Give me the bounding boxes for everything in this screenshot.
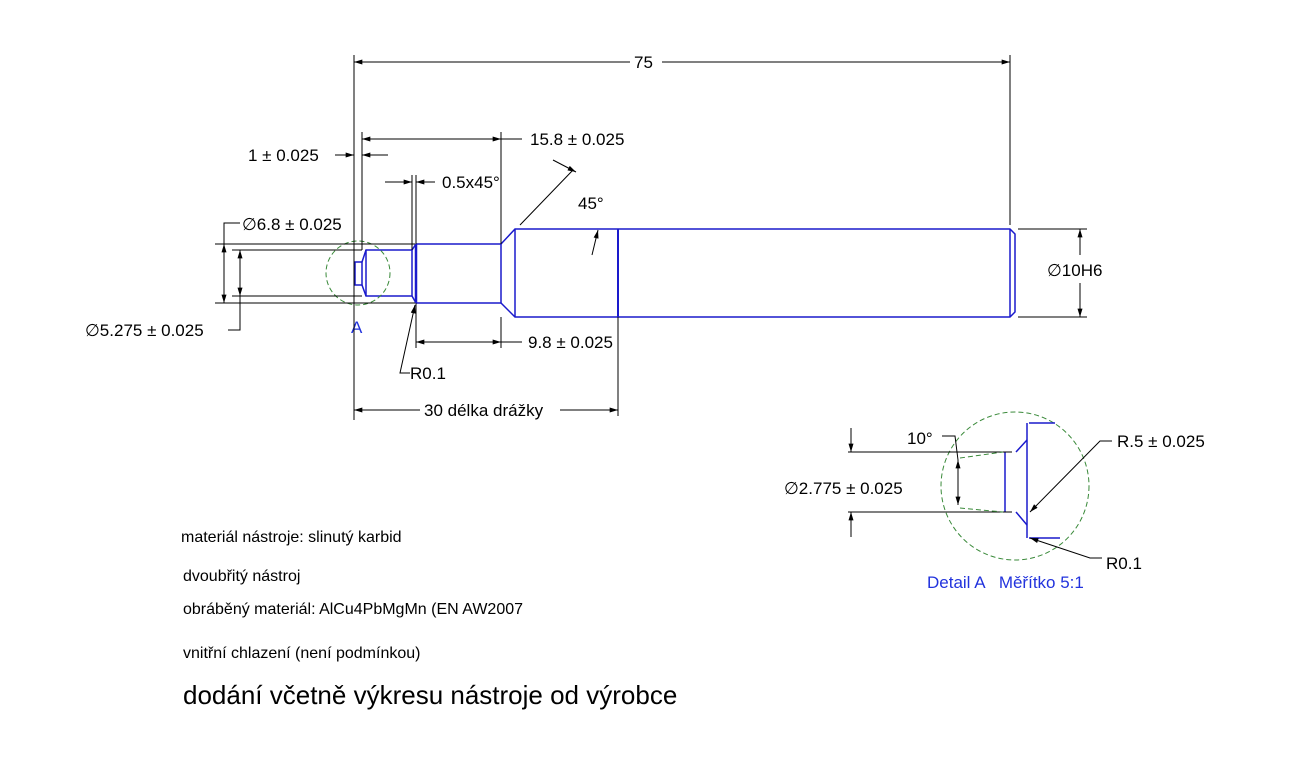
dim-shank-diameter: ∅10H6 [1018,228,1102,318]
dim-tip-length: 1 ± 0.025 [248,146,388,165]
dimension-label: 9.8 ± 0.025 [528,333,613,352]
detail-marker: A [351,318,363,337]
dimension-label: 75 [634,53,653,72]
dim-overall-length: 75 [353,53,1011,420]
detail-diameter: ∅2.775 ± 0.025 [784,479,903,498]
dim-neck-radius: R0.1 [399,304,446,383]
dimension-label: R0.1 [410,364,446,383]
dimension-label: ∅6.8 ± 0.025 [242,215,342,234]
tool-shaft [354,228,1016,318]
dim-neck-diameter: ∅6.8 ± 0.025 [215,215,415,304]
dimension-label: 15.8 ± 0.025 [530,130,624,149]
detail-radius-big: R.5 ± 0.025 [1117,432,1205,451]
dimension-label: 1 ± 0.025 [248,146,319,165]
note-material: materiál nástroje: slinutý karbid [181,529,402,546]
dimension-label: 45° [578,194,604,213]
dimension-label: ∅5.275 ± 0.025 [85,321,204,340]
dim-groove-length: 30 délka drážky [354,317,619,420]
dim-neck-length: 9.8 ± 0.025 [415,303,613,352]
note-coolant: vnitřní chlazení (není podmínkou) [183,645,420,662]
note-flutes: dvoubřitý nástroj [183,568,300,585]
detail-a-circle [325,240,391,306]
dim-chamfer: 0.5x45° [385,173,500,250]
detail-caption: Detail A Měřítko 5:1 [927,573,1084,592]
dimension-label: 0.5x45° [442,173,500,192]
detail-radius-small: R0.1 [1106,554,1142,573]
note-workpiece: obráběný materiál: AlCu4PbMgMn (EN AW200… [183,601,523,618]
dim-shoulder-length: 15.8 ± 0.025 [361,130,624,250]
dim-groove-diameter: ∅5.275 ± 0.025 [85,249,362,340]
dim-cone-angle: 45° [519,159,604,256]
main-note: dodání včetně výkresu nástroje od výrobc… [183,680,677,710]
dimension-label: ∅10H6 [1047,261,1102,280]
detail-a-view: 10° ∅2.775 ± 0.025 R.5 ± 0.025 R0.1 Deta… [784,411,1205,592]
detail-angle: 10° [907,429,933,448]
dimension-label: 30 délka drážky [424,401,544,420]
